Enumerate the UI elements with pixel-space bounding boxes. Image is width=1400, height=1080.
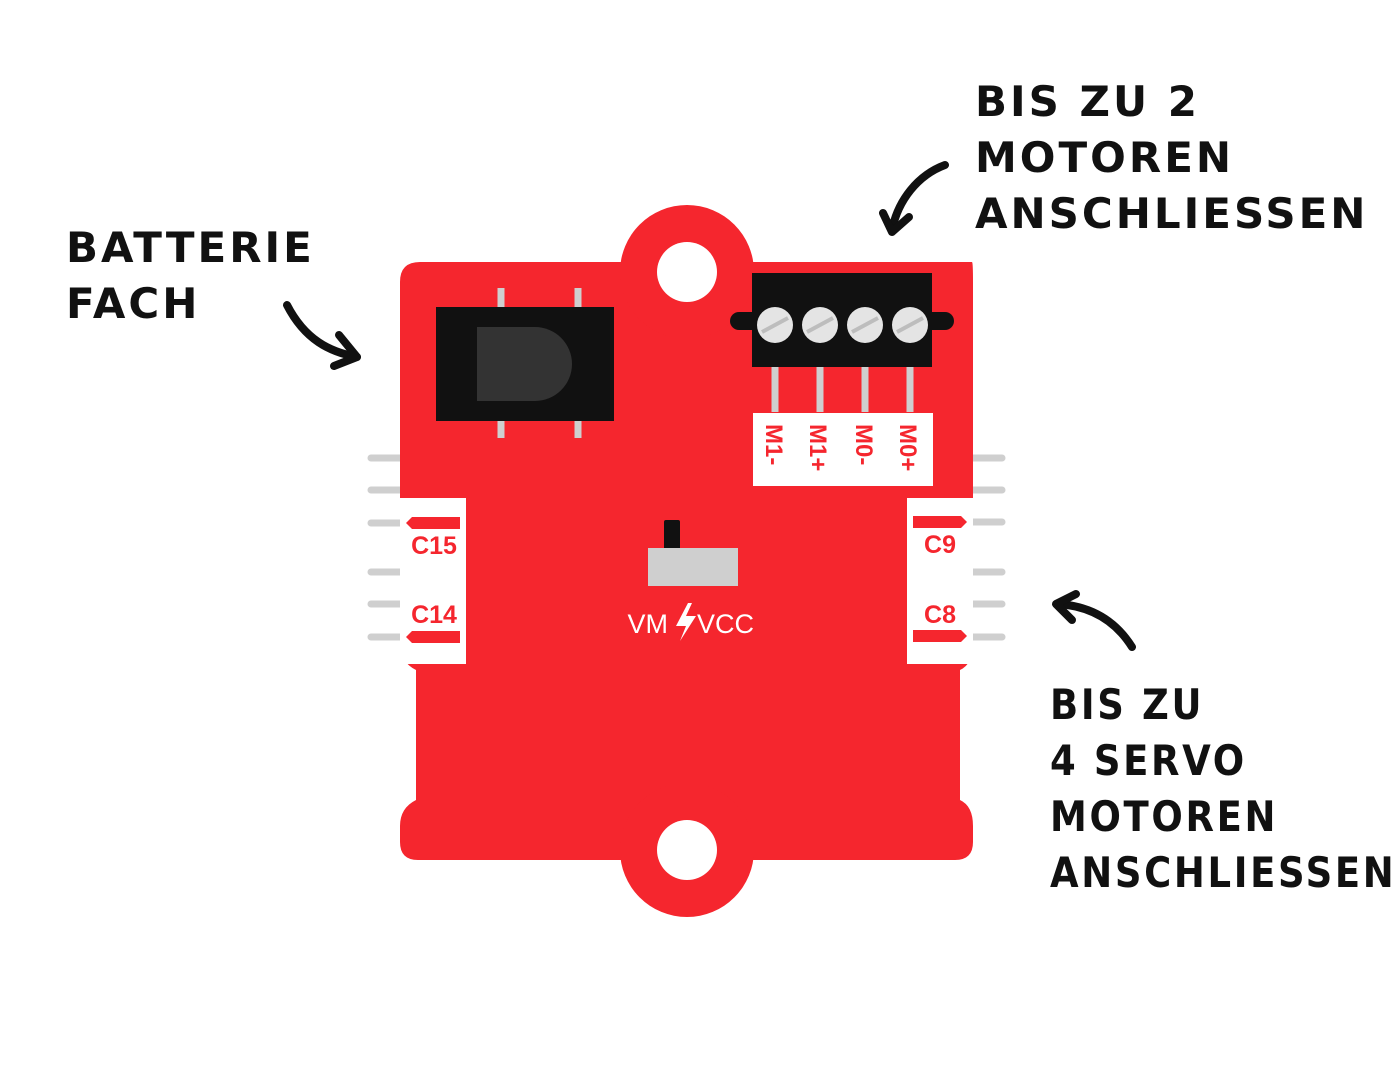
- left-header-pins: [367, 454, 404, 641]
- top-mounting-hole: [657, 242, 717, 302]
- terminal-label-m1-minus: M1-: [760, 424, 787, 465]
- lightning-bolt-icon: [676, 603, 696, 641]
- left-servo-ports: C15 C14: [400, 498, 466, 664]
- motors-annotation-line: MOTOREN: [975, 133, 1235, 182]
- switch-label-vm: VM: [628, 609, 669, 639]
- bottom-mounting-hole: [657, 820, 717, 880]
- motors-annotation-line: ANSCHLIESSEN: [975, 189, 1369, 238]
- servos-annotation-line: ANSCHLIESSEN: [1050, 848, 1397, 897]
- terminal-label-m1-plus: M1+: [804, 424, 831, 471]
- motors-annotation-line: BIS ZU 2: [975, 77, 1200, 126]
- terminal-screws: [757, 307, 928, 343]
- power-switch[interactable]: [648, 520, 738, 586]
- switch-label-vcc: VCC: [697, 609, 754, 639]
- servos-annotation-line: 4 SERVO: [1050, 736, 1247, 785]
- right-servo-ports: C9 C8: [907, 498, 973, 664]
- port-label-c9: C9: [924, 531, 956, 559]
- port-label-c8: C8: [924, 601, 956, 629]
- motor-terminal-block: M1- M1+ M0- M0+: [730, 273, 954, 486]
- motors-annotation: BIS ZU 2 MOTOREN ANSCHLIESSEN: [975, 74, 1368, 242]
- arrow-to-motor-terminal: [879, 161, 949, 236]
- battery-annotation-line: FACH: [66, 279, 201, 328]
- servos-annotation-line: MOTOREN: [1050, 792, 1279, 841]
- switch-lever[interactable]: [664, 520, 680, 552]
- arrow-to-battery: [283, 301, 361, 370]
- terminal-label-m0-plus: M0+: [894, 424, 921, 471]
- terminal-label-m0-minus: M0-: [850, 424, 877, 465]
- terminal-label-plate: [753, 413, 933, 486]
- servos-annotation-line: BIS ZU: [1050, 680, 1205, 729]
- battery-annotation: BATTERIE FACH: [66, 220, 315, 332]
- battery-annotation-line: BATTERIE: [66, 223, 315, 272]
- port-label-c15: C15: [411, 532, 457, 560]
- port-label-c14: C14: [411, 601, 457, 629]
- right-header-pins: [968, 454, 1006, 641]
- arrow-to-servo-ports: [1052, 590, 1136, 651]
- battery-jack: [436, 288, 614, 438]
- servos-annotation: BIS ZU 4 SERVO MOTOREN ANSCHLIESSEN: [1050, 677, 1396, 901]
- switch-body[interactable]: [648, 548, 738, 586]
